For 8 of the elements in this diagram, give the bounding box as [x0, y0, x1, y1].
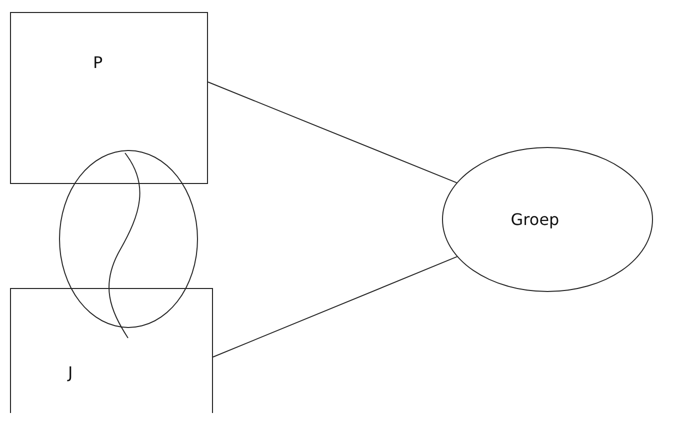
- node-label: Groep: [510, 210, 560, 229]
- ellipse: [442, 147, 653, 292]
- rectangle-box: [10, 12, 208, 184]
- ellipse: [59, 150, 198, 328]
- connector-line: [208, 82, 458, 184]
- node-label: P: [93, 53, 103, 72]
- node-label: J: [68, 363, 73, 382]
- connector-line: [212, 256, 458, 358]
